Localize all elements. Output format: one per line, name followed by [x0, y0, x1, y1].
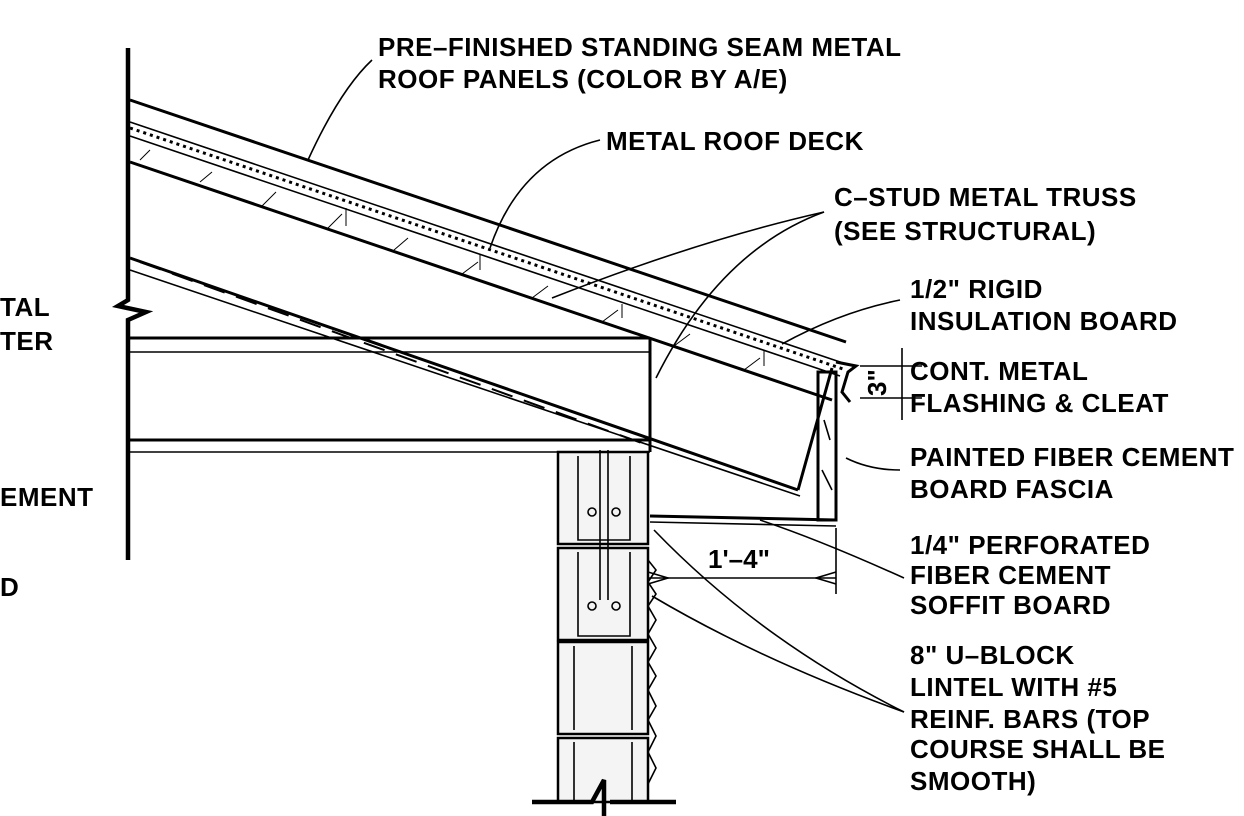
fascia-and-soffit — [649, 360, 860, 527]
label-flashing: CONT. METAL FLASHING & CLEAT — [910, 356, 1169, 418]
svg-text:PAINTED FIBER CEMENT: PAINTED FIBER CEMENT — [910, 442, 1234, 472]
overhang-dimension: 1'–4" — [647, 528, 837, 594]
label-roof-panels: PRE–FINISHED STANDING SEAM METAL ROOF PA… — [378, 32, 902, 94]
svg-text:D: D — [0, 572, 19, 602]
svg-text:(SEE STRUCTURAL): (SEE STRUCTURAL) — [834, 216, 1096, 246]
svg-text:BOARD FASCIA: BOARD FASCIA — [910, 474, 1114, 504]
u-block-top — [556, 450, 650, 546]
deck-flute-hatching — [139, 149, 765, 371]
svg-text:EMENT: EMENT — [0, 482, 94, 512]
label-cut-left: TAL TER EMENT D — [0, 292, 94, 602]
leader-lines — [307, 59, 905, 713]
flashing-height-dimension: 3" — [860, 348, 922, 420]
svg-text:METAL ROOF DECK: METAL ROOF DECK — [606, 126, 864, 156]
svg-text:ROOF PANELS (COLOR BY A/E): ROOF PANELS (COLOR BY A/E) — [378, 64, 788, 94]
svg-text:INSULATION BOARD: INSULATION BOARD — [910, 306, 1178, 336]
svg-text:C–STUD METAL TRUSS: C–STUD METAL TRUSS — [834, 182, 1137, 212]
label-insulation: 1/2" RIGID INSULATION BOARD — [910, 274, 1178, 336]
label-lintel: 8" U–BLOCK LINTEL WITH #5 REINF. BARS (T… — [910, 640, 1166, 796]
svg-text:TAL: TAL — [0, 292, 50, 322]
roof-assembly — [129, 98, 847, 497]
label-fascia: PAINTED FIBER CEMENT BOARD FASCIA — [910, 442, 1234, 504]
cmu-wall — [532, 450, 676, 816]
svg-text:8" U–BLOCK: 8" U–BLOCK — [910, 640, 1075, 670]
svg-text:1/2" RIGID: 1/2" RIGID — [910, 274, 1043, 304]
label-soffit: 1/4" PERFORATED FIBER CEMENT SOFFIT BOAR… — [910, 530, 1150, 620]
u-block-second — [556, 546, 650, 642]
svg-text:TER: TER — [0, 326, 54, 356]
svg-text:LINTEL WITH #5: LINTEL WITH #5 — [910, 672, 1117, 702]
overhang-dimension-text: 1'–4" — [708, 544, 770, 574]
svg-text:1/4" PERFORATED: 1/4" PERFORATED — [910, 530, 1150, 560]
bond-beam-and-lintel — [128, 336, 652, 453]
svg-text:SOFFIT BOARD: SOFFIT BOARD — [910, 590, 1111, 620]
svg-text:COURSE SHALL BE: COURSE SHALL BE — [910, 734, 1166, 764]
svg-text:CONT. METAL: CONT. METAL — [910, 356, 1088, 386]
svg-text:FIBER CEMENT: FIBER CEMENT — [910, 560, 1111, 590]
svg-text:SMOOTH): SMOOTH) — [910, 766, 1036, 796]
label-roof-deck: METAL ROOF DECK — [606, 126, 864, 156]
cmu-block-third — [556, 640, 650, 736]
wall-and-break-lines — [111, 48, 154, 560]
flashing-height-text: 3" — [862, 369, 892, 396]
svg-text:PRE–FINISHED STANDING SEAM MET: PRE–FINISHED STANDING SEAM METAL — [378, 32, 902, 62]
svg-text:FLASHING & CLEAT: FLASHING & CLEAT — [910, 388, 1169, 418]
label-truss: C–STUD METAL TRUSS (SEE STRUCTURAL) — [834, 182, 1137, 246]
svg-text:REINF. BARS (TOP: REINF. BARS (TOP — [910, 704, 1150, 734]
